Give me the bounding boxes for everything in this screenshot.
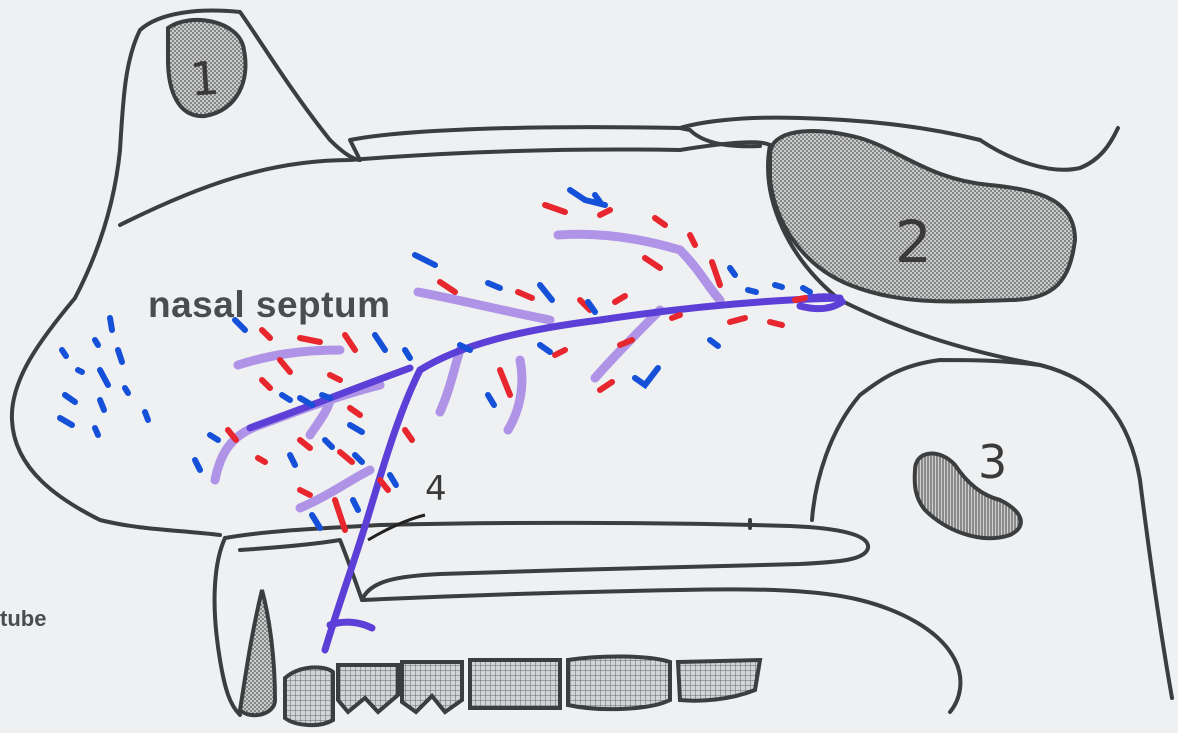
pharynx-wall xyxy=(812,395,860,520)
blue-mark xyxy=(540,345,550,352)
nasal-septum-label: nasal septum xyxy=(148,284,390,326)
red-mark xyxy=(258,458,265,462)
tooth-4 xyxy=(470,660,560,708)
blue-mark xyxy=(488,283,500,288)
blue-mark xyxy=(95,340,98,345)
red-mark xyxy=(262,330,270,338)
red-mark xyxy=(330,375,340,380)
blue-mark xyxy=(390,475,396,485)
red-mark xyxy=(228,430,236,440)
blue-mark xyxy=(540,285,552,300)
red-mark xyxy=(345,335,355,350)
blue-mark xyxy=(300,398,312,405)
tooth-3 xyxy=(402,662,462,712)
tube-label: tube xyxy=(0,606,46,632)
blue-mark xyxy=(65,395,75,402)
red-mark xyxy=(770,322,782,325)
red-mark xyxy=(600,382,612,390)
pharynx-back xyxy=(1040,365,1172,698)
blue-mark xyxy=(110,318,112,330)
nasal-bridge-outline xyxy=(12,298,220,535)
red-mark xyxy=(555,350,565,355)
red-mark xyxy=(280,360,290,372)
red-mark xyxy=(300,440,310,448)
blue-mark xyxy=(95,428,98,435)
blue-mark xyxy=(803,288,810,292)
red-mark xyxy=(300,490,310,495)
upper-jaw-outline xyxy=(215,538,240,715)
tooth-5 xyxy=(568,656,670,709)
blue-mark xyxy=(355,455,362,462)
red-mark xyxy=(300,338,320,342)
blue-mark xyxy=(100,400,104,410)
blue-mark xyxy=(350,425,362,432)
pointer-line-4 xyxy=(368,515,425,540)
blue-mark xyxy=(118,350,122,362)
blue-mark xyxy=(282,395,290,400)
blue-mark xyxy=(635,368,658,385)
red-mark xyxy=(712,262,720,285)
blue-mark xyxy=(290,455,295,465)
tooth-2 xyxy=(338,665,398,712)
incisor-tooth xyxy=(240,590,275,715)
red-mark xyxy=(645,258,660,268)
vessel-lower-loop xyxy=(330,622,372,628)
light-vessel-1 xyxy=(238,350,340,365)
blue-mark xyxy=(375,335,385,350)
blue-mark xyxy=(488,395,494,405)
blue-mark xyxy=(100,370,108,385)
blue-mark xyxy=(195,460,200,470)
roof-line xyxy=(120,142,770,225)
red-mark xyxy=(655,218,665,225)
red-mark xyxy=(795,298,805,300)
tooth-1 xyxy=(285,667,333,725)
red-mark xyxy=(262,380,270,388)
red-mark xyxy=(518,292,532,298)
blue-mark xyxy=(415,255,435,265)
blue-mark xyxy=(62,350,66,356)
marker-4: 4 xyxy=(425,469,447,509)
marker-3: 3 xyxy=(978,435,1007,489)
red-mark xyxy=(545,205,565,212)
blue-mark xyxy=(405,350,410,358)
blue-mark xyxy=(312,515,320,528)
red-mark xyxy=(615,296,625,302)
red-mark xyxy=(600,210,610,215)
blue-mark xyxy=(353,500,358,510)
red-mark xyxy=(440,282,455,292)
blue-mark xyxy=(595,195,600,202)
marker-1: 1 xyxy=(188,51,221,107)
blue-mark xyxy=(78,370,82,372)
blue-mark xyxy=(748,290,756,292)
blue-mark xyxy=(325,440,332,447)
tooth-6 xyxy=(678,660,760,701)
upper-right-curve xyxy=(980,128,1118,170)
blue-mark xyxy=(322,395,330,398)
red-mark xyxy=(500,370,510,395)
blue-mark xyxy=(60,418,72,425)
blue-mark xyxy=(775,285,782,287)
blue-mark xyxy=(125,388,128,393)
red-mark xyxy=(672,315,680,318)
blue-mark xyxy=(730,268,735,275)
red-mark xyxy=(405,430,412,440)
red-mark xyxy=(350,408,360,415)
blue-mark xyxy=(145,412,148,420)
blue-mark xyxy=(710,340,718,346)
blue-mark xyxy=(210,435,218,440)
marker-2: 2 xyxy=(895,208,932,276)
red-mark xyxy=(690,235,695,245)
cavity-floor-right xyxy=(860,360,1040,395)
red-mark xyxy=(340,452,352,462)
red-mark xyxy=(380,480,388,490)
red-mark xyxy=(730,318,745,322)
